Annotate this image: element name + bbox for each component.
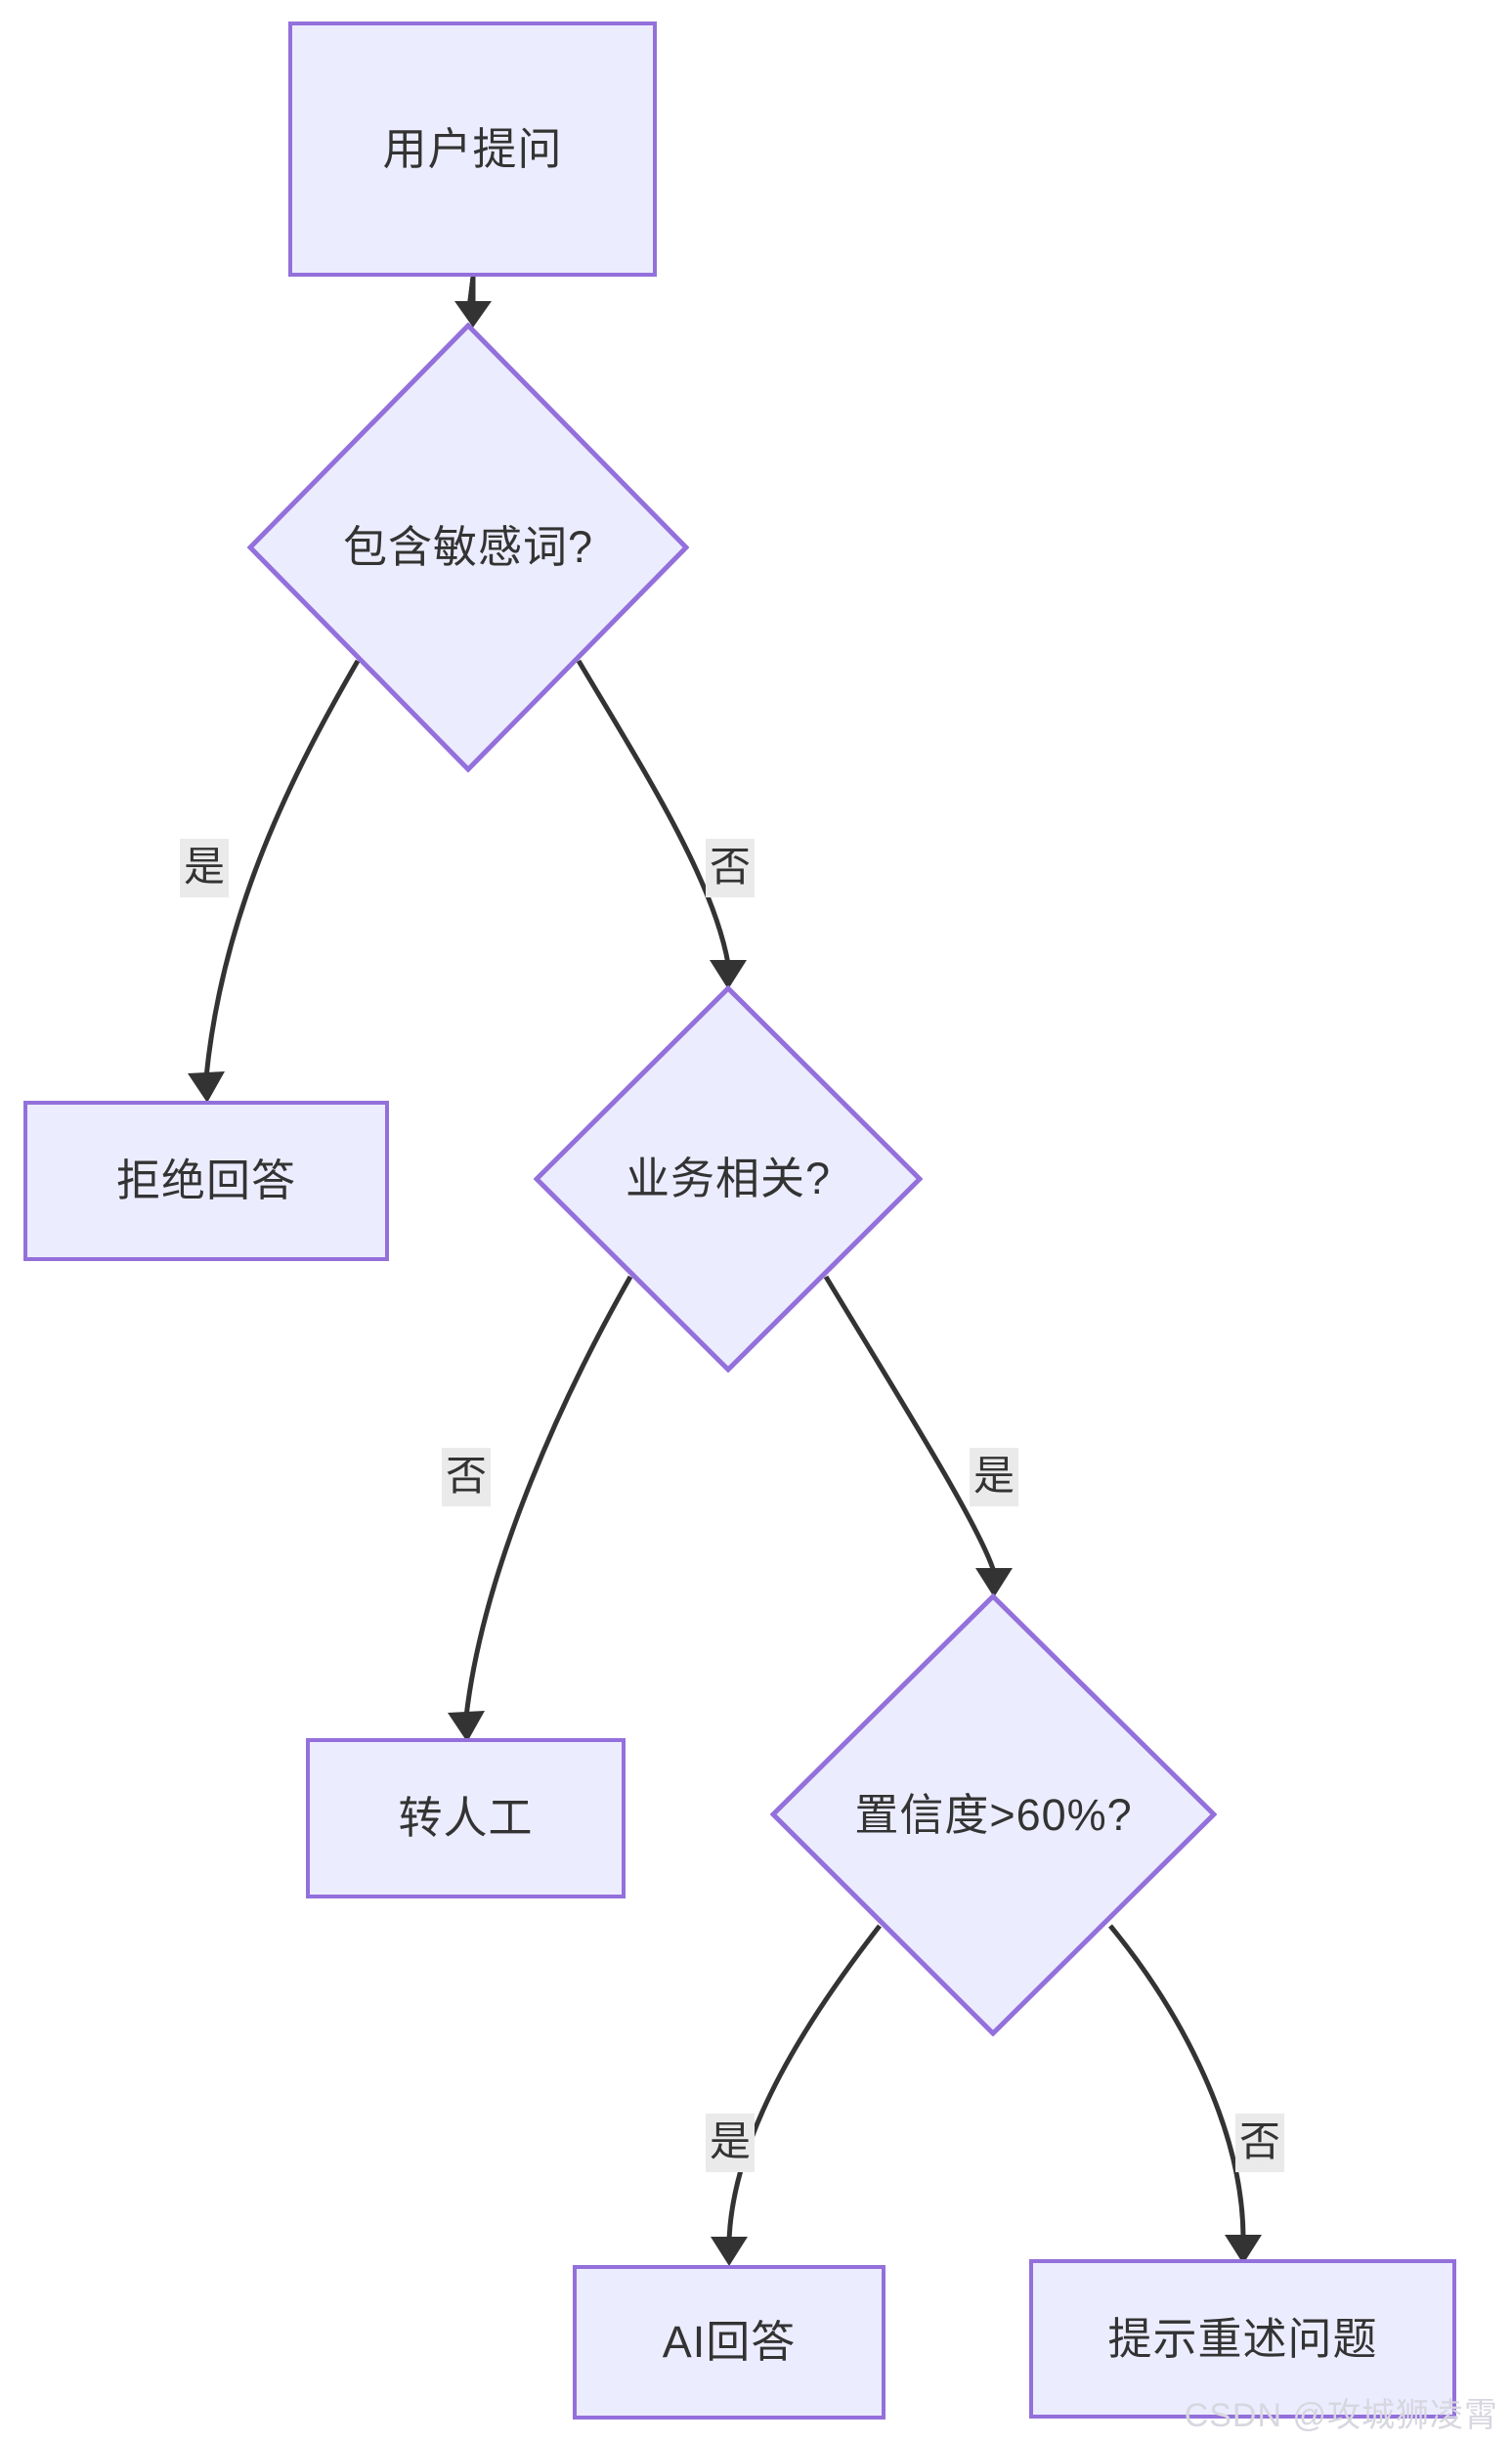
edge-n2-n4 (576, 659, 747, 989)
edge-n6-n8 (1108, 1924, 1262, 2264)
diamond-shape (534, 985, 923, 1373)
node-label: 置信度>60%? (854, 1789, 1133, 1840)
node-label: 提示重述问题 (1107, 2313, 1378, 2364)
node-label: 转人工 (398, 1793, 534, 1844)
edge-n2-n3 (188, 659, 361, 1103)
edge-label-n2-n3: 是 (180, 839, 230, 897)
edge-n6-n7 (711, 1924, 882, 2266)
edge-label-n6-n7: 是 (706, 2114, 756, 2172)
csdn-watermark: CSDN @攻城狮凌霄 (1184, 2397, 1498, 2434)
edge-n4-n6 (823, 1275, 1013, 1597)
edge-label-n4-n6: 是 (970, 1448, 1019, 1506)
node-contains-sensitive-word[interactable]: 包含敏感词? (247, 323, 689, 772)
node-label: AI回答 (662, 2317, 797, 2368)
node-label: 包含敏感词? (342, 522, 594, 573)
node-transfer-to-human[interactable]: 转人工 (306, 1738, 626, 1898)
node-user-question[interactable]: 用户提问 (288, 22, 657, 277)
node-ai-answer[interactable]: AI回答 (573, 2265, 886, 2420)
diamond-shape (770, 1593, 1217, 2036)
edge-n4-n5 (448, 1275, 633, 1742)
node-refuse-answer[interactable]: 拒绝回答 (23, 1101, 389, 1261)
edge-label-n4-n5: 否 (442, 1448, 492, 1506)
node-label: 拒绝回答 (115, 1156, 296, 1206)
node-prompt-rephrase[interactable]: 提示重述问题 (1029, 2259, 1456, 2419)
node-business-related[interactable]: 业务相关? (534, 985, 923, 1373)
node-label: 用户提问 (382, 123, 563, 174)
node-confidence-threshold[interactable]: 置信度>60%? (770, 1593, 1217, 2036)
edge-label-n6-n8: 否 (1235, 2114, 1285, 2172)
diamond-shape (247, 323, 689, 772)
edge-label-n2-n4: 否 (706, 839, 756, 897)
node-label: 业务相关? (625, 1154, 832, 1204)
